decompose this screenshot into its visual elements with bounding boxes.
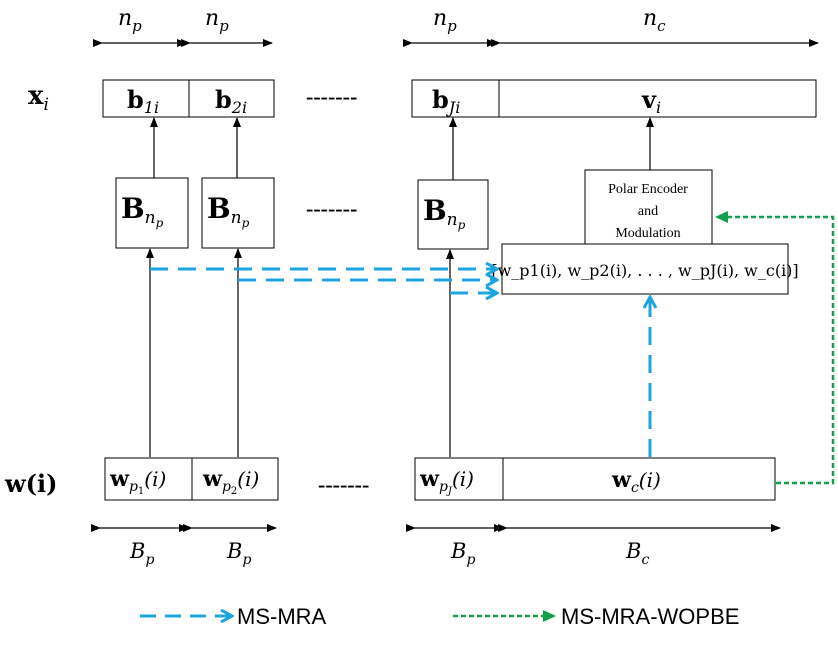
x-row: xi b1i b2i ------- bJi vi [28, 79, 817, 118]
np-label-3: np [433, 6, 457, 35]
combined-vector-box [501, 243, 789, 295]
encoder-block-J-text: Bnp [423, 194, 466, 232]
w-row-ellipsis: ------- [318, 472, 369, 497]
bp-label-3: Bp [450, 539, 475, 568]
encoder-block-J [417, 179, 489, 250]
encoder-output-arrows [150, 117, 654, 180]
b2-block [188, 79, 275, 118]
b1-text: b1i [127, 85, 159, 117]
bJ-text: bJi [432, 85, 460, 117]
encoder-row-ellipsis: ------- [306, 196, 357, 221]
polar-encoder-line2: and [638, 204, 658, 219]
encoder-block-2-text: Bnp [207, 192, 250, 230]
w-row: w(i) wp1(i) wp2(i) ------- wpJ(i) wc(i) [4, 457, 776, 501]
legend-ms-mra-wopbe-label: MS-MRA-WOPBE [561, 604, 739, 629]
ms-mra-wopbe-path [715, 211, 835, 485]
polar-encoder-line3: Modulation [615, 226, 680, 241]
legend-ms-mra-label: MS-MRA [237, 604, 327, 629]
np-label-1: np [118, 6, 142, 35]
wp1-block [104, 457, 193, 501]
encoder-block-1-text: Bnp [121, 192, 164, 230]
input-arrows [146, 248, 454, 457]
wc-block [502, 457, 776, 501]
encoder-row: Bnp Bnp ------- Bnp Polar Encoder and Mo… [115, 169, 713, 250]
ms-mra-paths [150, 269, 650, 457]
bp-label-1: Bp [129, 539, 154, 568]
xi-label: xi [28, 81, 49, 115]
top-dimension-arrows: np np np nc [93, 6, 819, 47]
encoder-block-1 [115, 177, 189, 249]
polar-encoder-line1: Polar Encoder [608, 182, 688, 197]
wp1-text: wp1(i) [109, 466, 166, 497]
bc-label: Bc [625, 539, 649, 568]
wi-label: w(i) [4, 469, 58, 498]
b1-block [102, 79, 190, 118]
polar-encoder-block [584, 169, 713, 246]
wpJ-text: wpJ(i) [419, 466, 474, 497]
encoder-block-2 [201, 177, 275, 249]
legend: MS-MRA MS-MRA-WOPBE [140, 604, 739, 629]
bp-label-2: Bp [226, 539, 251, 568]
v-block [498, 79, 817, 118]
np-label-2: np [205, 6, 229, 35]
wp2-text: wp2(i) [202, 466, 259, 497]
v-text: vi [641, 85, 661, 117]
x-row-ellipsis: ------- [306, 84, 357, 109]
wp2-block [191, 457, 279, 501]
wc-text: wc(i) [611, 467, 661, 496]
nc-label: nc [643, 6, 666, 35]
combined-vector-text: [w_p1(i), w_p2(i), . . . , w_pJ(i), w_c(… [491, 261, 798, 280]
bottom-dimension-arrows: Bp Bp Bp Bc [91, 524, 781, 568]
b2-text: b2i [215, 85, 247, 117]
